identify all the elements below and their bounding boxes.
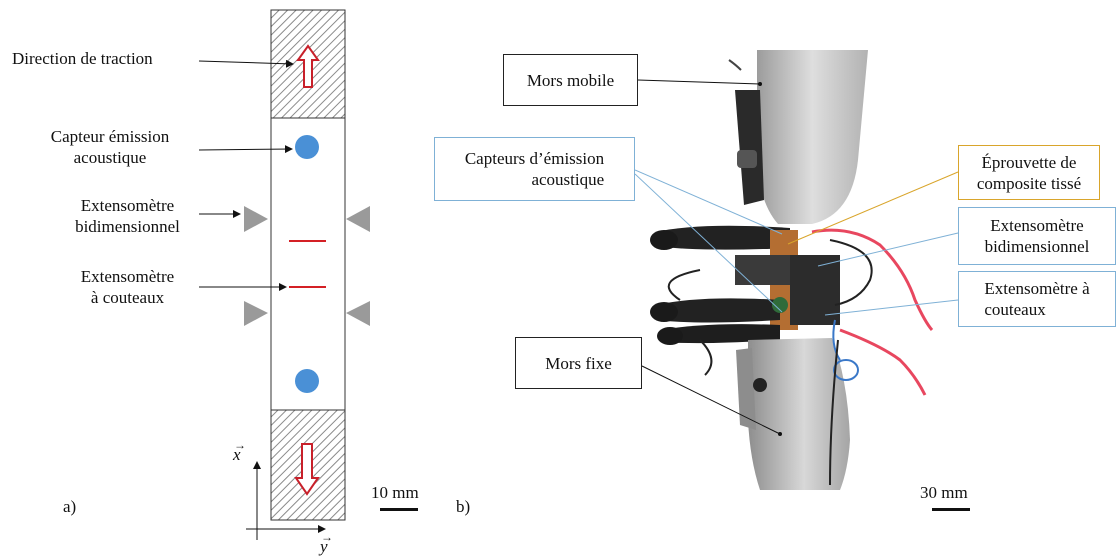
box-extenso-bi-text: Extensomètre bidimensionnel	[985, 215, 1090, 257]
box-extenso-couteaux-text: Extensomètre à couteaux	[984, 278, 1089, 320]
clamp-bottom	[662, 324, 780, 344]
specimen-drawing	[244, 9, 370, 521]
box-extenso-bi-line1: Extensomètre	[990, 216, 1084, 235]
wedge-right-bottom	[346, 301, 370, 326]
label-extenso-bi-line1: Extensomètre	[80, 196, 175, 215]
acoustic-sensor-bottom	[295, 369, 319, 393]
gauge-zone	[270, 117, 346, 411]
label-capteur-line2: acoustique	[73, 148, 147, 167]
box-mors-fixe-text: Mors fixe	[545, 353, 612, 373]
box-extenso-couteaux: Extensomètre à couteaux	[958, 271, 1116, 327]
wedge-left-top	[244, 206, 268, 232]
vector-arrow-icon: →	[321, 530, 333, 544]
test-rig-photo	[650, 50, 934, 490]
wedge-right-top	[346, 206, 370, 232]
upper-grip	[757, 50, 868, 224]
label-direction-traction: Direction de traction	[12, 49, 153, 68]
axis-x-text: x	[233, 445, 241, 464]
panel-a-leaders	[198, 59, 294, 291]
red-cable-1	[811, 228, 934, 331]
box-extenso-couteaux-line2: couteaux	[984, 300, 1046, 319]
scale-bar-a-label: 10 mm	[371, 483, 419, 502]
vector-arrow-icon: →	[234, 438, 246, 452]
label-capteur-line1: Capteur émission	[50, 127, 170, 146]
panel-a-label: a)	[63, 497, 77, 516]
wedge-left-bottom	[244, 301, 268, 326]
label-extenso-bi: Extensomètre bidimensionnel	[55, 195, 200, 237]
lower-grip	[748, 338, 850, 490]
box-capteurs: Capteurs d’émission acoustique	[434, 137, 635, 201]
scale-bar-b	[932, 508, 970, 511]
axis-x-label: → x	[233, 438, 246, 465]
acoustic-sensor-top	[295, 135, 319, 159]
panel-b-leaders	[634, 79, 959, 436]
box-capteurs-line1: Capteurs d’émission	[464, 149, 605, 168]
box-extenso-bi: Extensomètre bidimensionnel	[958, 207, 1116, 265]
box-capteurs-line2: acoustique	[531, 170, 605, 189]
red-cable-2	[839, 328, 927, 396]
label-extenso-couteaux: Extensomètre à couteaux	[55, 266, 200, 308]
box-eprouvette: Éprouvette de composite tissé	[958, 145, 1100, 200]
box-extenso-couteaux-line1: Extensomètre à	[984, 279, 1090, 298]
label-extenso-couteaux-line1: Extensomètre	[80, 267, 175, 286]
axis-y-label: → y	[320, 530, 333, 557]
box-mors-fixe: Mors fixe	[515, 337, 642, 389]
coordinate-axes	[246, 461, 326, 540]
label-capteur: Capteur émission acoustique	[30, 126, 190, 168]
scale-bar-a	[380, 508, 418, 511]
axis-y-text: y	[320, 537, 328, 556]
traction-arrow-up	[296, 44, 320, 88]
box-mors-mobile-text: Mors mobile	[526, 70, 615, 90]
clamp-top	[656, 225, 790, 250]
traction-arrow-down	[294, 443, 320, 496]
panel-b-label: b)	[456, 497, 471, 516]
box-capteurs-text: Capteurs d’émission acoustique	[465, 148, 604, 190]
box-eprouvette-text: Éprouvette de composite tissé	[977, 152, 1081, 194]
label-extenso-bi-line2: bidimensionnel	[75, 217, 180, 236]
label-extenso-couteaux-line2: à couteaux	[90, 288, 165, 307]
box-mors-mobile: Mors mobile	[503, 54, 638, 106]
box-extenso-bi-line2: bidimensionnel	[984, 237, 1090, 256]
box-eprouvette-line1: Éprouvette de	[981, 152, 1077, 172]
box-eprouvette-line2: composite tissé	[976, 173, 1082, 193]
scale-bar-b-label: 30 mm	[920, 483, 968, 502]
